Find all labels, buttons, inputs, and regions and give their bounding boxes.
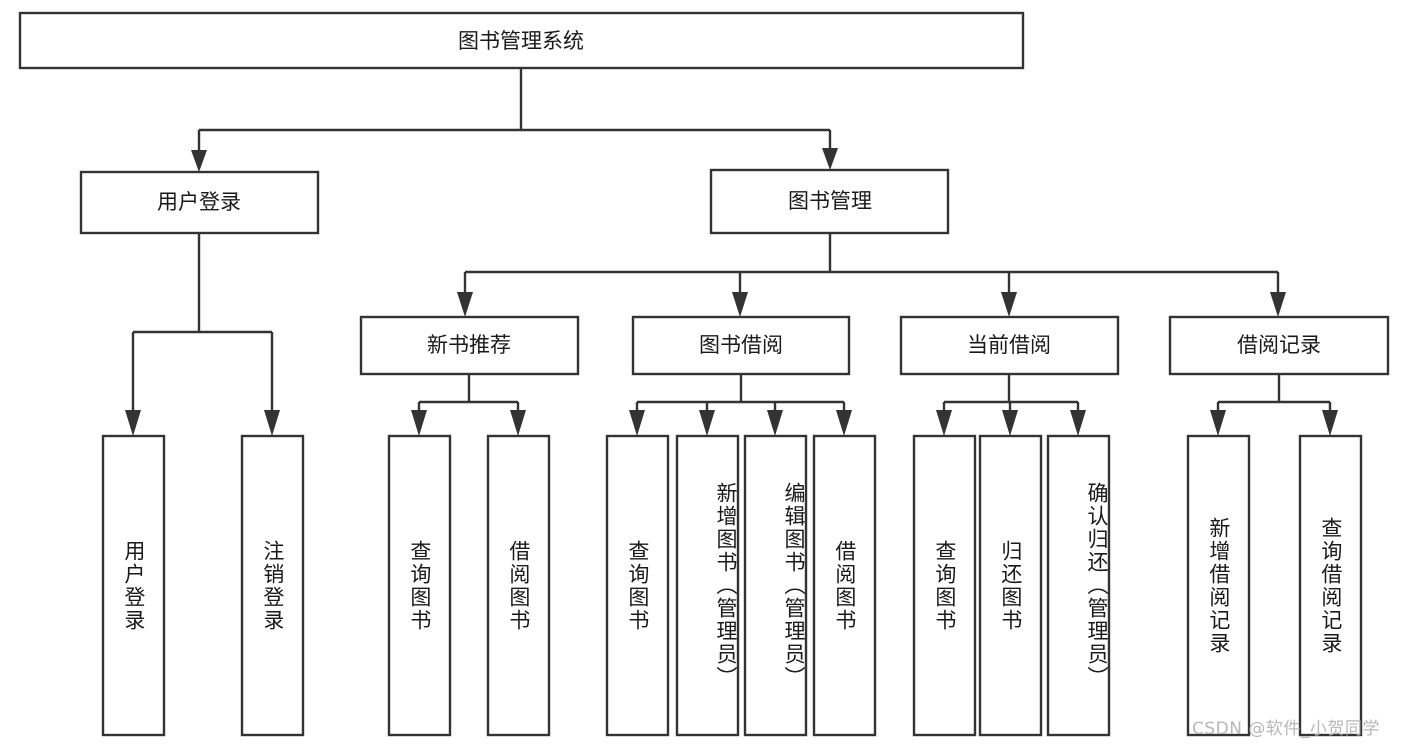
leaf-box-borrow-book-1[interactable] — [486, 434, 551, 737]
arrow-to-book-manage — [822, 148, 838, 170]
root-label: 图书管理系统 — [458, 29, 584, 53]
leaf-box-query-book-3[interactable] — [912, 434, 977, 737]
arrow-to-leaf-logout — [264, 410, 280, 436]
node-current-borrow[interactable]: 当前借阅 — [899, 315, 1120, 376]
leaf-box-logout[interactable] — [240, 434, 305, 737]
node-user-login[interactable]: 用户登录 — [79, 170, 320, 235]
root-box[interactable] — [18, 11, 1025, 70]
current-borrow-label: 当前借阅 — [967, 333, 1051, 357]
borrow-record-label: 借阅记录 — [1237, 333, 1321, 357]
connector-user-login-to-leaves — [125, 233, 280, 436]
node-new-book-recommend[interactable]: 新书推荐 — [359, 315, 580, 376]
arrow-to-new-book-recommend — [457, 292, 473, 317]
arrow-to-leaf-query-record — [1322, 410, 1338, 436]
leaf-box-add-book[interactable] — [675, 434, 740, 737]
user-login-label: 用户登录 — [157, 190, 241, 214]
arrow-to-leaf-edit-book — [767, 410, 783, 436]
arrow-to-leaf-add-book — [699, 410, 715, 436]
arrow-to-leaf-query-book-2 — [629, 410, 645, 436]
node-book-borrow[interactable]: 图书借阅 — [631, 315, 851, 376]
leaf-box-return-book[interactable] — [978, 434, 1043, 737]
leaf-box-borrow-book-2[interactable] — [812, 434, 877, 737]
connector-book-manage-to-level3 — [457, 233, 1286, 317]
leaf-box-query-book-1[interactable] — [387, 434, 452, 737]
leaf-box-confirm-return[interactable] — [1046, 434, 1111, 737]
arrow-to-leaf-confirm-return — [1070, 410, 1086, 436]
arrow-to-leaf-query-book-1 — [411, 410, 427, 436]
node-root[interactable]: 图书管理系统 — [18, 11, 1025, 70]
connector-book-borrow-to-leaves — [629, 374, 852, 436]
leaf-box-user-login[interactable] — [101, 434, 166, 737]
user-login-box[interactable] — [79, 170, 320, 235]
node-borrow-record[interactable]: 借阅记录 — [1168, 315, 1390, 376]
arrow-to-leaf-add-record — [1210, 410, 1226, 436]
connector-current-borrow-to-leaves — [936, 374, 1086, 436]
arrow-to-user-login — [191, 150, 207, 172]
csdn-watermark: CSDN @软件_小贺同学 — [1192, 719, 1380, 739]
arrow-to-borrow-record — [1270, 292, 1286, 317]
book-borrow-label: 图书借阅 — [699, 333, 783, 357]
arrow-to-leaf-borrow-book-1 — [510, 410, 526, 436]
arrow-to-book-borrow — [732, 292, 748, 317]
arrow-to-leaf-borrow-book-2 — [836, 410, 852, 436]
leaf-box-add-record[interactable] — [1186, 434, 1251, 737]
leaf-box-edit-book[interactable] — [743, 434, 808, 737]
new-book-recommend-label: 新书推荐 — [427, 333, 511, 357]
new-book-recommend-box[interactable] — [359, 315, 580, 376]
arrow-to-leaf-user-login — [125, 410, 141, 436]
connector-root-to-level2 — [191, 68, 838, 172]
arrow-to-leaf-query-book-3 — [936, 410, 952, 436]
leaf-box-query-record[interactable] — [1298, 434, 1363, 737]
book-manage-label: 图书管理 — [788, 189, 872, 213]
arrow-to-current-borrow — [1001, 292, 1017, 317]
connector-new-book-recommend-to-leaves — [411, 374, 526, 436]
current-borrow-box[interactable] — [899, 315, 1120, 376]
connector-borrow-record-to-leaves — [1210, 374, 1338, 436]
arrow-to-leaf-return-book — [1002, 410, 1018, 436]
node-book-manage[interactable]: 图书管理 — [709, 168, 950, 235]
leaf-box-query-book-2[interactable] — [605, 434, 670, 737]
